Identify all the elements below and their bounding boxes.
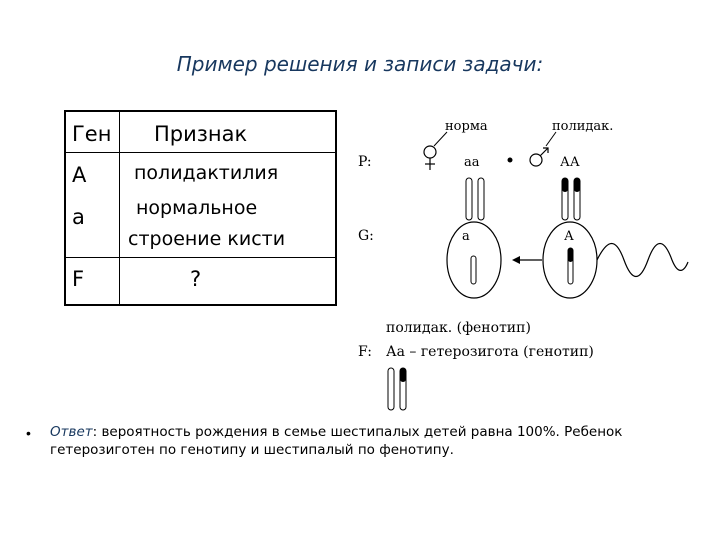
arrow-polidak xyxy=(545,131,557,147)
female-symbol-icon xyxy=(423,145,437,170)
label-norma: норма xyxy=(445,119,488,134)
trait-polydactyly: полидактилия xyxy=(134,162,279,184)
answer-line2: гетерозиготен по генотипу и шестипалый п… xyxy=(50,442,454,458)
gamete-sperm-A xyxy=(542,221,689,299)
gene-a: а xyxy=(72,205,85,229)
gamete-egg-a xyxy=(446,221,502,299)
label-aa: аа xyxy=(464,155,480,170)
arrow-norma xyxy=(433,131,448,147)
table-divider-header xyxy=(66,152,335,153)
header-gene: Ген xyxy=(72,122,112,146)
gamete-label-a: а xyxy=(462,229,470,244)
answer-bullet: • xyxy=(26,425,31,441)
page-title: Пример решения и записи задачи: xyxy=(176,52,544,76)
answer-line1: : вероятность рождения в семье шестипалы… xyxy=(92,424,623,440)
trait-unknown: ? xyxy=(190,267,202,291)
chromosome-pair-aa xyxy=(465,177,485,221)
gene-A: А xyxy=(72,163,87,187)
gene-trait-table: Ген Признак А полидактилия а нормальное … xyxy=(64,110,337,306)
cross-dot-icon xyxy=(507,157,513,163)
label-G: G: xyxy=(358,228,374,244)
label-genotype: Аа – гетерозигота (генотип) xyxy=(386,344,594,360)
fertilization-arrow-icon xyxy=(512,256,542,264)
header-trait: Признак xyxy=(154,122,248,146)
answer-text: Ответ: вероятность рождения в семье шест… xyxy=(50,423,690,459)
table-divider-f xyxy=(66,257,335,258)
gamete-label-A: А xyxy=(564,229,574,244)
label-P: P: xyxy=(358,154,372,170)
male-symbol-icon xyxy=(529,147,549,167)
chromosome-pair-Aa xyxy=(387,367,407,411)
trait-normal-line2: строение кисти xyxy=(128,228,286,250)
chromosome-pair-AA xyxy=(561,177,581,221)
label-AA: АА xyxy=(560,155,580,170)
label-phenotype: полидак. (фенотип) xyxy=(386,320,531,336)
label-F: F: xyxy=(358,344,372,360)
crossing-scheme-diagram: норма полидак. P: аа АА G: а xyxy=(358,119,689,411)
trait-normal-line1: нормальное xyxy=(136,197,258,219)
answer-label: Ответ xyxy=(50,424,93,440)
table-column-divider xyxy=(119,112,120,304)
label-polidak-top: полидак. xyxy=(552,119,613,134)
gene-F: F xyxy=(72,267,85,291)
